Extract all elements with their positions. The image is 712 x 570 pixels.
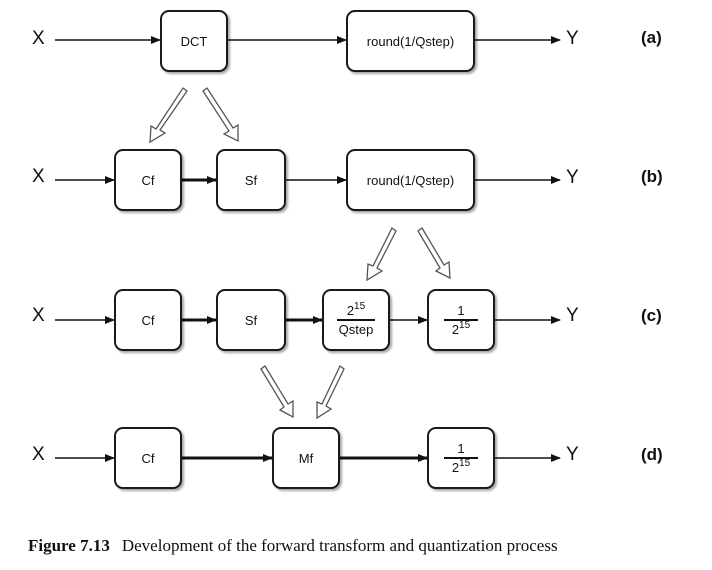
dct-block-label: DCT <box>180 33 208 49</box>
cf-block: Cf <box>114 149 182 211</box>
round-block: round(1/Qstep) <box>346 149 475 211</box>
cf-block: Cf <box>114 289 182 351</box>
figure-number: Figure 7.13 <box>28 536 110 555</box>
cf-block-label: Cf <box>141 450 155 466</box>
fraction-bar <box>444 319 478 321</box>
inverse-numerator: 1 <box>457 441 465 456</box>
output-label: Y <box>566 28 579 49</box>
scale-numerator-base: 2 <box>346 303 355 318</box>
cf-block-label: Cf <box>141 172 155 188</box>
sf-block: Sf <box>216 289 286 351</box>
dct-block: DCT <box>160 10 228 72</box>
input-label: X <box>32 166 45 187</box>
inverse-denominator: 215 <box>450 320 472 337</box>
inverse-denominator: 215 <box>450 458 472 475</box>
scale-numerator-exponent: 15 <box>354 301 366 312</box>
scale-numerator: 215 <box>345 301 367 318</box>
scale-denominator: Qstep <box>338 322 374 337</box>
transition-arrow-dct-to-cf <box>149 87 188 144</box>
inverse-denominator-exponent: 15 <box>459 320 471 331</box>
inverse-scale-block: 1 215 <box>427 289 495 351</box>
transition-arrow-dct-to-sf <box>202 87 239 143</box>
output-label: Y <box>566 305 579 326</box>
input-label: X <box>32 444 45 465</box>
figure-caption-text: Development of the forward transform and… <box>121 536 558 555</box>
scale-block: 215 Qstep <box>322 289 390 351</box>
output-label: Y <box>566 444 579 465</box>
transition-arrow-scale-to-mf <box>316 365 345 420</box>
transition-arrow-sf-to-mf <box>260 365 294 419</box>
inverse-denominator-base: 2 <box>451 460 460 475</box>
connector-layer <box>55 36 561 462</box>
inverse-fraction: 1 215 <box>444 442 478 474</box>
mf-block: Mf <box>272 427 340 489</box>
round-block-label: round(1/Qstep) <box>366 33 455 49</box>
row-label-c: (c) <box>641 306 662 325</box>
input-label: X <box>32 305 45 326</box>
sf-block-label: Sf <box>244 172 258 188</box>
row-label-d: (d) <box>641 445 663 464</box>
mf-block-label: Mf <box>298 450 314 466</box>
input-label: X <box>32 28 45 49</box>
row-label-a: (a) <box>641 28 662 47</box>
inverse-numerator: 1 <box>457 303 465 318</box>
output-label: Y <box>566 167 579 188</box>
inverse-scale-block: 1 215 <box>427 427 495 489</box>
fraction-bar <box>444 457 478 459</box>
inverse-denominator-base: 2 <box>451 322 460 337</box>
inverse-denominator-exponent: 15 <box>459 458 471 469</box>
transition-arrow-round-to-scale <box>366 227 397 282</box>
cf-block: Cf <box>114 427 182 489</box>
sf-block: Sf <box>216 149 286 211</box>
figure-caption: Figure 7.13 Development of the forward tr… <box>28 536 698 556</box>
round-block: round(1/Qstep) <box>346 10 475 72</box>
inverse-fraction: 1 215 <box>444 304 478 336</box>
sf-block-label: Sf <box>244 312 258 328</box>
round-block-label: round(1/Qstep) <box>366 172 455 188</box>
cf-block-label: Cf <box>141 312 155 328</box>
scale-fraction: 215 Qstep <box>336 301 376 337</box>
fraction-bar <box>336 319 376 321</box>
transform-quantization-diagram: X Y X Y X Y X Y (a) (b) (c) (d) DCT roun… <box>32 10 663 489</box>
row-label-b: (b) <box>641 167 663 186</box>
transition-arrow-round-to-inverse <box>417 227 451 280</box>
